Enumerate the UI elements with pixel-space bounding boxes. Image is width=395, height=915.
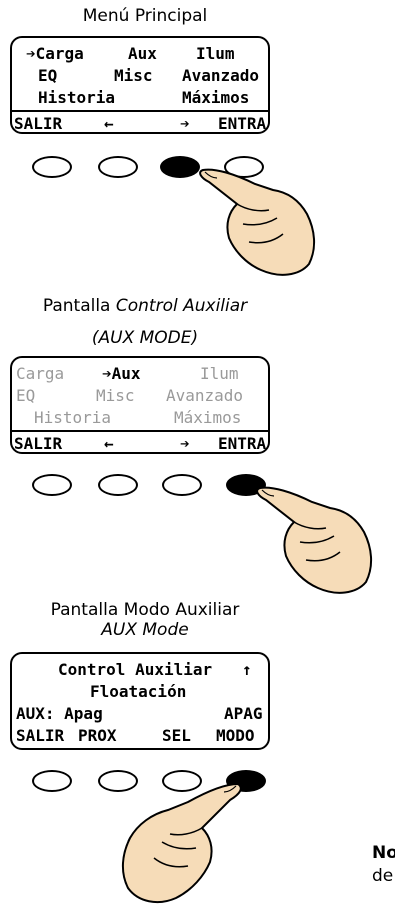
lcd-aux-value: APAG	[224, 704, 263, 723]
softkey-salir: SALIR	[14, 114, 63, 133]
menu-item-ilum: Ilum	[196, 44, 235, 63]
soft-button-3[interactable]	[162, 770, 202, 792]
lcd-aux-mode: Control Auxiliar ↑ Floatación AUX: Apag …	[10, 652, 270, 750]
lcd-row: EQ Misc Avanzado	[12, 386, 268, 408]
menu-item-avanzado: Avanzado	[182, 66, 260, 85]
note-text: No	[372, 843, 395, 863]
softkey-salir: SALIR	[14, 434, 63, 453]
softkey-right-arrow: ➔	[180, 114, 190, 133]
lcd-aux-selected: Carga ➔Aux Ilum EQ Misc Avanzado Histori…	[10, 356, 270, 454]
lcd-row: Historia Máximos	[12, 88, 268, 110]
soft-button-4[interactable]	[224, 156, 264, 178]
lcd-row: ➔Carga Aux Ilum	[12, 44, 268, 66]
up-arrow-icon: ↑	[242, 660, 252, 679]
softkey-row: SALIR ← ➔ ENTRA	[12, 430, 268, 454]
softkey-salir: SALIR	[16, 726, 65, 745]
softkey-left-arrow: ←	[104, 114, 114, 133]
menu-item-misc: Misc	[96, 386, 135, 405]
soft-button-2[interactable]	[98, 156, 138, 178]
caption-main-menu: Menú Principal	[82, 6, 208, 26]
menu-item-carga: Carga	[16, 364, 65, 383]
softkey-right-arrow: ➔	[180, 434, 190, 453]
soft-button-2[interactable]	[98, 474, 138, 496]
note-text-line2: de	[372, 866, 394, 886]
lcd-aux-status: AUX: Apag	[16, 704, 103, 723]
caption-prefix: Pantalla	[42, 296, 116, 316]
softkey-entra: ENTRA	[218, 114, 267, 133]
menu-item-maximos: Máximos	[174, 408, 242, 427]
lcd-title-control-auxiliar: Control Auxiliar	[58, 660, 213, 679]
menu-item-maximos: Máximos	[182, 88, 250, 107]
caption-aux-mode-italic: AUX Mode	[101, 620, 189, 640]
menu-item-ilum: Ilum	[200, 364, 239, 383]
menu-item-eq: EQ	[38, 66, 58, 85]
lcd-main-menu: ➔Carga Aux Ilum EQ Misc Avanzado Histori…	[10, 36, 270, 134]
caption-aux-mode: (AUX MODE)	[91, 328, 199, 348]
menu-item-misc: Misc	[114, 66, 153, 85]
softkey-row: SALIR PROX SEL MODO	[12, 726, 268, 748]
pointing-hand-icon	[256, 486, 372, 594]
soft-button-1[interactable]	[32, 156, 72, 178]
pointing-hand-icon	[199, 168, 315, 276]
caption-modo-auxiliar: Pantalla Modo Auxiliar	[50, 600, 240, 620]
lcd-row: Carga ➔Aux Ilum	[12, 364, 268, 386]
softkey-row: SALIR ← ➔ ENTRA	[12, 110, 268, 134]
lcd-mode-floatacion: Floatación	[90, 682, 187, 701]
soft-button-1[interactable]	[32, 770, 72, 792]
menu-item-eq: EQ	[16, 386, 36, 405]
caption-control-auxiliar: Pantalla Control Auxiliar	[0, 296, 290, 316]
menu-item-historia: Historia	[34, 408, 112, 427]
lcd-row: Control Auxiliar ↑	[12, 660, 268, 682]
softkey-left-arrow: ←	[104, 434, 114, 453]
menu-item-carga: ➔Carga	[26, 44, 84, 63]
soft-button-1[interactable]	[32, 474, 72, 496]
menu-item-aux: Aux	[128, 44, 157, 63]
soft-button-3[interactable]	[162, 474, 202, 496]
menu-item-historia: Historia	[38, 88, 116, 107]
menu-item-avanzado: Avanzado	[166, 386, 244, 405]
soft-button-4[interactable]	[226, 474, 266, 496]
softkey-modo: MODO	[216, 726, 255, 745]
lcd-row: Floatación	[12, 682, 268, 704]
soft-button-2[interactable]	[98, 770, 138, 792]
pointing-hand-icon	[122, 782, 242, 904]
soft-button-3[interactable]	[160, 156, 200, 178]
softkey-prox: PROX	[78, 726, 117, 745]
lcd-row: Historia Máximos	[12, 408, 268, 430]
lcd-row: EQ Misc Avanzado	[12, 66, 268, 88]
caption-italic: Control Auxiliar	[115, 296, 248, 316]
softkey-sel: SEL	[162, 726, 191, 745]
menu-item-aux-selected: ➔Aux	[102, 364, 141, 383]
softkey-entra: ENTRA	[218, 434, 267, 453]
lcd-row: AUX: Apag APAG	[12, 704, 268, 726]
